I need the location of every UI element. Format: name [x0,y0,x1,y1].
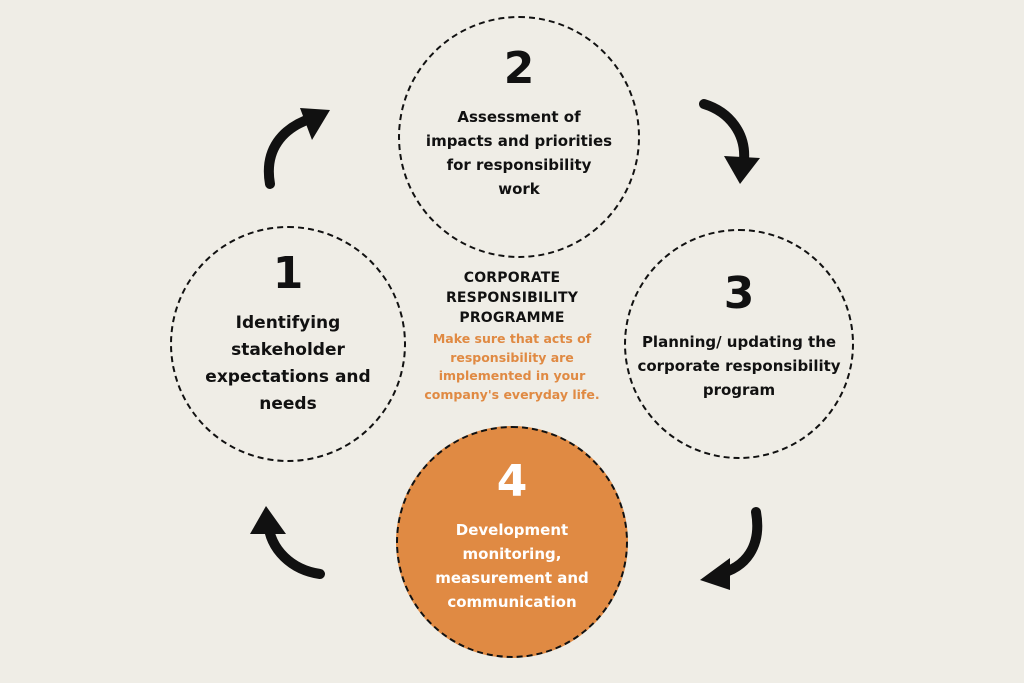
step-number: 1 [272,248,304,299]
step-number: 2 [503,43,535,94]
step-text: Assessment of impacts and priorities for… [425,108,613,198]
arrow-1-to-2-icon [263,108,330,189]
step-text: Identifying stakeholder expectations and… [205,313,371,414]
center-block: CORPORATE RESPONSIBILITY PROGRAMME Make … [404,268,620,404]
step-circle-2: 2 Assessment of impacts and priorities f… [398,16,640,258]
center-title: CORPORATE RESPONSIBILITY PROGRAMME [445,270,579,326]
arrow-4-to-1-icon [250,506,325,579]
step-circle-4: 4 Development monitoring, measurement an… [396,426,628,658]
step-number: 4 [496,456,528,507]
step-number: 3 [723,268,755,319]
arrow-3-to-4-icon [700,507,763,590]
step-circle-3: 3 Planning/ updating the corporate respo… [624,229,854,459]
center-subtitle: Make sure that acts of responsibility ar… [424,331,600,402]
arrow-2-to-3-icon [699,99,760,184]
step-text: Development monitoring, measurement and … [435,521,589,611]
step-circle-1: 1 Identifying stakeholder expectations a… [170,226,406,462]
step-text: Planning/ updating the corporate respons… [637,333,841,399]
